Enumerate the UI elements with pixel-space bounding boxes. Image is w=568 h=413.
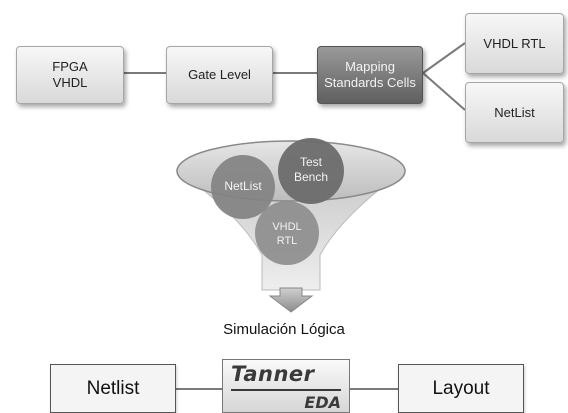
tanner-logo-bar	[231, 389, 341, 391]
netlist-box: NetList	[465, 82, 564, 143]
circle-test-bench	[278, 138, 344, 204]
connector-mapping-vhdlrtl	[422, 42, 466, 74]
mapping-standard-cells-box: Mapping Standards Cells	[317, 46, 423, 104]
circle-vhdl-rtl	[255, 201, 319, 265]
tanner-eda-logo: Tanner EDA	[222, 359, 350, 413]
simulation-label: Simulación Lógica	[223, 321, 345, 338]
circle-netlist	[211, 155, 275, 219]
fpga-vhdl-box: FPGA VHDL	[16, 46, 124, 104]
connector-gate-mapping	[273, 72, 317, 74]
connector-fpga-gate	[124, 72, 166, 74]
tanner-logo-text: Tanner	[231, 362, 315, 386]
layout-bottom-box: Layout	[398, 364, 524, 413]
gate-level-box: Gate Level	[166, 46, 273, 104]
netlist-bottom-box: Netlist	[50, 364, 176, 413]
circle-netlist-label: NetList	[224, 179, 262, 193]
circle-vhdl-label: VHDL RTL	[272, 221, 302, 247]
vhdl-rtl-box: VHDL RTL	[465, 13, 564, 74]
down-arrow-icon	[268, 287, 314, 313]
connector-mapping-netlist	[422, 72, 466, 111]
tanner-logo-eda: EDA	[304, 393, 341, 412]
circle-testbench-label: Test Bench	[293, 155, 329, 184]
